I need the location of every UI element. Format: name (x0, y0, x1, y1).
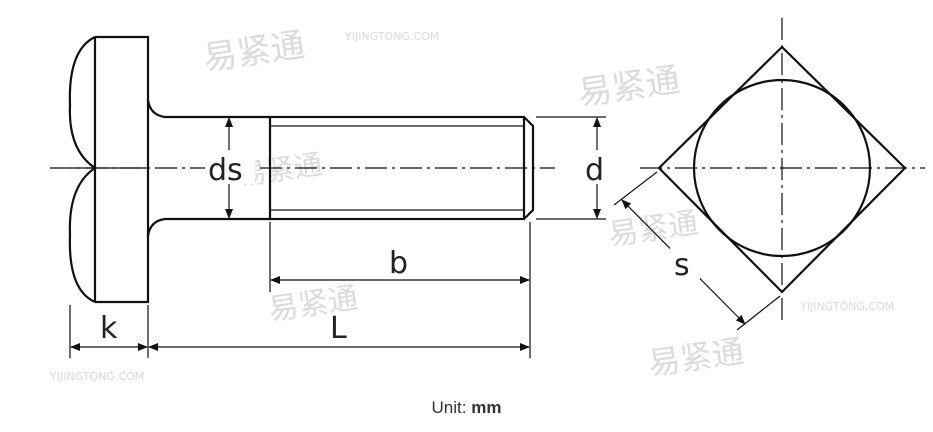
svg-text:YIJINGTONG.COM: YIJINGTONG.COM (49, 370, 144, 383)
b-dimension (269, 222, 531, 358)
watermark: 易紧通 YIJINGTONG.COM 易紧通 易紧通 易紧通 易紧通 易紧通 Y… (49, 25, 894, 383)
L-label: L (330, 311, 347, 346)
k-L-dimension (69, 305, 530, 358)
unit-caption-value: mm (471, 398, 502, 417)
svg-text:易紧通: 易紧通 (576, 60, 683, 114)
svg-text:易紧通: 易紧通 (201, 25, 308, 79)
bolt-head (68, 35, 150, 304)
b-label: b (389, 246, 408, 281)
square-head-view (640, 18, 925, 320)
ds-label: ds (208, 153, 243, 188)
svg-text:YIJINGTONG.COM: YIJINGTONG.COM (799, 300, 894, 313)
unit-caption-prefix: Unit: (431, 398, 467, 417)
bolt-shank (146, 99, 535, 237)
svg-text:YIJINGTONG.COM: YIJINGTONG.COM (344, 30, 439, 43)
s-dimension (613, 171, 781, 331)
unit-caption: Unit: mm (0, 398, 933, 418)
d-label: d (585, 153, 604, 188)
d-dimension (536, 116, 611, 220)
s-label: s (674, 248, 690, 283)
k-label: k (100, 311, 118, 346)
svg-text:易紧通: 易紧通 (646, 332, 746, 383)
ds-dimension (205, 117, 255, 219)
bolt-drawing: 易紧通 YIJINGTONG.COM 易紧通 易紧通 易紧通 易紧通 易紧通 Y… (49, 18, 925, 383)
